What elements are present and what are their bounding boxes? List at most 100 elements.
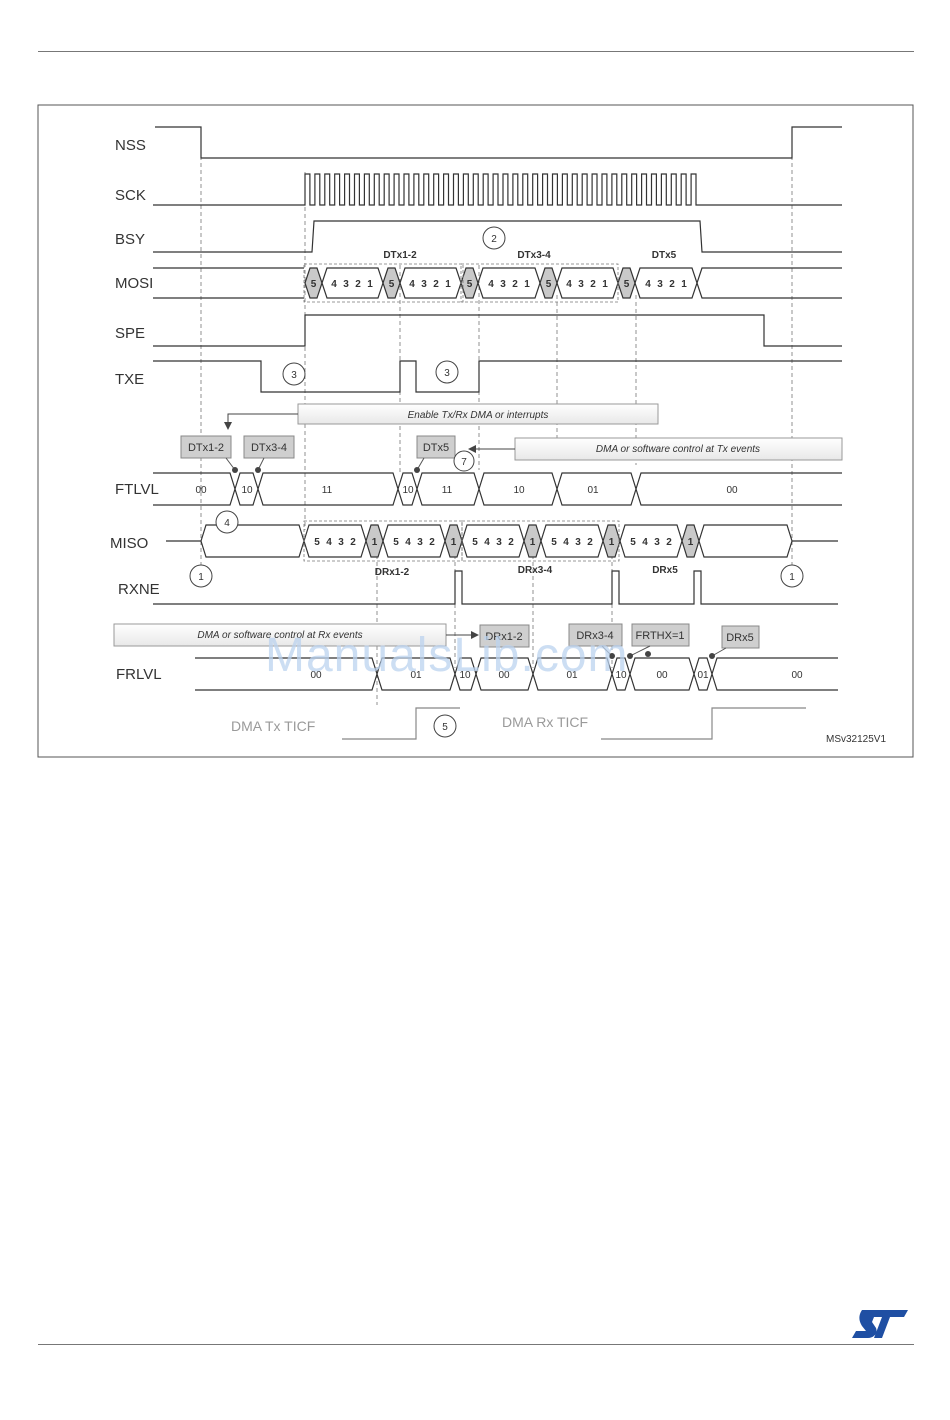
signal-label-rxne: RXNE (118, 581, 160, 598)
miso-marker: 1 (372, 537, 378, 548)
miso-bit: 2 (350, 537, 356, 548)
mosi-marker: 5 (467, 279, 473, 290)
miso-bit: 4 (642, 537, 648, 548)
figure-frame (37, 104, 914, 758)
mosi-bit: 1 (445, 279, 451, 290)
miso-bit: 2 (508, 537, 514, 548)
signal-label-ftlvl: FTLVL (115, 481, 159, 498)
ftlvl-value: 00 (195, 485, 207, 496)
ftlvl-value: 10 (513, 485, 525, 496)
signal-label-spe: SPE (115, 325, 145, 342)
spe-waveform (153, 314, 842, 347)
frlvl-value: 01 (566, 670, 578, 681)
dma-tx-ticf-waveform (342, 707, 460, 740)
footer-rule (38, 1344, 914, 1345)
callout-rx-events: DMA or software control at Rx events (197, 630, 362, 641)
bsy-waveform (153, 220, 842, 253)
mosi-bit: 4 (488, 279, 494, 290)
dma-rx-ticf-label: DMA Rx TICF (502, 714, 588, 730)
mosi-bit: 1 (681, 279, 687, 290)
mosi-marker: 5 (311, 279, 317, 290)
frlvl-value: 00 (498, 670, 510, 681)
ftlvl-value: 10 (402, 485, 414, 496)
mosi-group-label: DTx5 (652, 250, 677, 261)
step-circle-3: 3 (444, 368, 450, 379)
callouts: Enable Tx/Rx DMA or interrupts DMA or so… (113, 403, 843, 647)
tx-event-boxes: DTx1-2 DTx3-4 DTx5 (180, 435, 456, 473)
step-circle-1: 1 (789, 572, 795, 583)
spi-timing-diagram: NSS SCK BSY MOSI SPE TXE FTLVL MISO RXNE… (37, 104, 914, 758)
miso-marker: 1 (688, 537, 694, 548)
frlvl-value: 01 (697, 670, 709, 681)
signal-label-frlvl: FRLVL (116, 666, 162, 683)
mosi-marker: 5 (546, 279, 552, 290)
ftlvl-value: 11 (322, 485, 333, 496)
miso-bit: 2 (666, 537, 672, 548)
header-rule (38, 51, 914, 52)
miso-marker: 1 (451, 537, 457, 548)
callout-enable: Enable Tx/Rx DMA or interrupts (408, 410, 549, 421)
mosi-bit: 3 (421, 279, 427, 290)
miso-bit: 5 (551, 537, 557, 548)
miso-bit: 4 (563, 537, 569, 548)
frlvl-value: 00 (791, 670, 803, 681)
miso-group-label: DRx1-2 (375, 567, 410, 578)
miso-group-label: DRx5 (652, 565, 678, 576)
mosi-group-label: DTx3-4 (517, 250, 551, 261)
tx-box-dtx5: DTx5 (423, 442, 449, 454)
miso-bit: 3 (417, 537, 423, 548)
miso-bit: 3 (575, 537, 581, 548)
mosi-bit: 3 (578, 279, 584, 290)
miso-bit: 5 (472, 537, 478, 548)
mosi-bit: 1 (602, 279, 608, 290)
miso-group-label: DRx3-4 (518, 565, 553, 576)
mosi-bus: 5 5 5 5 5 4 3 2 1 4 3 2 1 4 3 2 1 4 3 2 … (153, 250, 842, 303)
mosi-bit: 2 (669, 279, 675, 290)
signal-label-mosi: MOSI (115, 275, 153, 292)
mosi-marker: 5 (389, 279, 395, 290)
mosi-bit: 3 (343, 279, 349, 290)
miso-marker: 1 (609, 537, 615, 548)
watermark: ManualsLib.com (265, 629, 629, 682)
mosi-bit: 4 (331, 279, 337, 290)
miso-bit: 5 (314, 537, 320, 548)
mosi-group-label: DTx1-2 (383, 250, 417, 261)
step-circle-3: 3 (291, 370, 297, 381)
mosi-bit: 1 (367, 279, 373, 290)
miso-bit: 2 (587, 537, 593, 548)
mosi-bit: 3 (500, 279, 506, 290)
signal-label-miso: MISO (110, 535, 148, 552)
mosi-bit: 4 (645, 279, 651, 290)
st-logo-icon (852, 1310, 908, 1338)
miso-bit: 4 (405, 537, 411, 548)
miso-bit: 2 (429, 537, 435, 548)
frlvl-bus: 00 01 10 00 01 10 00 01 00 (195, 657, 838, 691)
miso-bit: 4 (484, 537, 490, 548)
signal-label-txe: TXE (115, 371, 144, 388)
nss-waveform (155, 126, 842, 159)
signal-label-sck: SCK (115, 187, 146, 204)
figure-id: MSv32125V1 (826, 734, 886, 745)
step-circle-1: 1 (198, 572, 204, 583)
mosi-bit: 4 (566, 279, 572, 290)
rx-box-drx5: DRx5 (726, 632, 754, 644)
mosi-bit: 1 (524, 279, 530, 290)
mosi-bit: 3 (657, 279, 663, 290)
ftlvl-value: 00 (726, 485, 738, 496)
step-circle-2: 2 (491, 234, 497, 245)
mosi-bit: 2 (355, 279, 361, 290)
tx-box-dtx3-4: DTx3-4 (251, 442, 287, 454)
callout-tx-events: DMA or software control at Tx events (596, 444, 760, 455)
mosi-bit: 2 (433, 279, 439, 290)
sck-waveform (153, 173, 842, 206)
frlvl-value: 10 (615, 670, 627, 681)
dma-tx-ticf-label: DMA Tx TICF (231, 718, 315, 734)
mosi-bit: 2 (590, 279, 596, 290)
rx-box-drx1-2: DRx1-2 (485, 631, 522, 643)
mosi-bit: 4 (409, 279, 415, 290)
miso-bit: 4 (326, 537, 332, 548)
frlvl-value: 01 (410, 670, 422, 681)
dma-rx-ticf-waveform (601, 707, 806, 740)
rx-box-frthx: FRTHX=1 (635, 630, 684, 642)
ftlvl-value: 10 (241, 485, 253, 496)
